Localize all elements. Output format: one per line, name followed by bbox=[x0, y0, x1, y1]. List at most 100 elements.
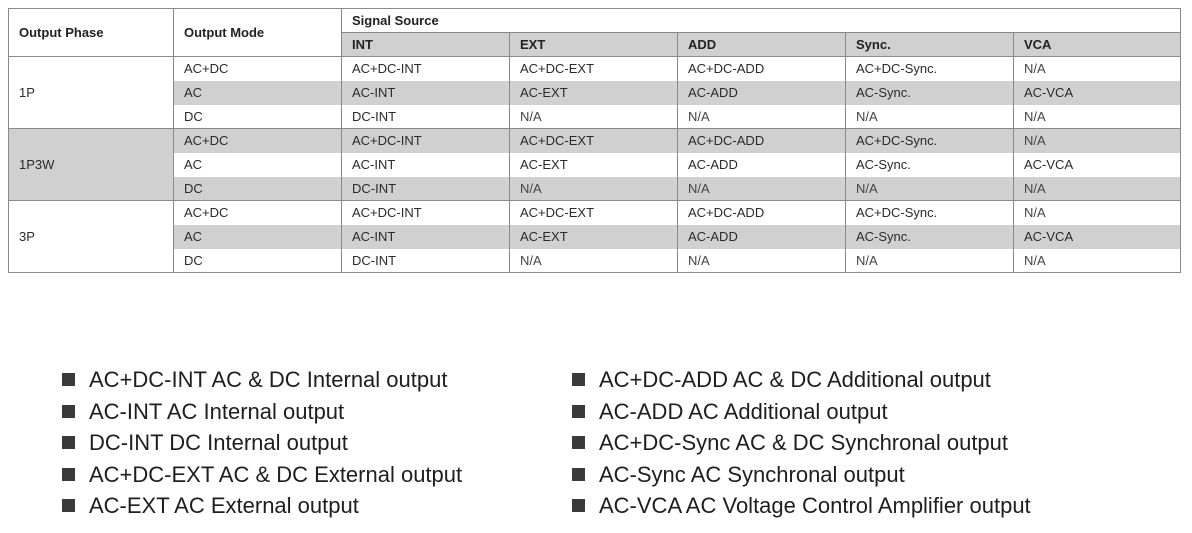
table-row: AC AC-INT AC-EXT AC-ADD AC-Sync. AC-VCA bbox=[9, 224, 1182, 249]
signal-cell: AC+DC-EXT bbox=[509, 200, 678, 225]
legend-text: AC-ADD AC Additional output bbox=[599, 398, 888, 424]
signal-cell: AC+DC-ADD bbox=[677, 56, 846, 81]
signal-cell: AC-EXT bbox=[509, 224, 678, 249]
signal-cell: N/A bbox=[1012, 248, 1182, 273]
header-source-ext: EXT bbox=[509, 32, 678, 57]
legend-item: AC-EXT AC External output bbox=[62, 490, 462, 522]
table-row: DC DC-INT N/A N/A N/A N/A bbox=[9, 248, 1182, 273]
legend-item: AC-Sync AC Synchronal output bbox=[572, 459, 1031, 491]
mode-cell: AC bbox=[173, 152, 342, 177]
square-bullet-icon bbox=[62, 436, 75, 450]
square-bullet-icon bbox=[62, 404, 75, 418]
signal-cell: AC+DC-INT bbox=[341, 56, 510, 81]
legend-item: AC-ADD AC Additional output bbox=[572, 396, 1031, 428]
phase-cell-1p: 1P bbox=[8, 56, 174, 129]
signal-cell: N/A bbox=[1012, 56, 1182, 81]
signal-cell: AC+DC-EXT bbox=[509, 128, 678, 153]
legend-item: AC+DC-EXT AC & DC External output bbox=[62, 459, 462, 491]
signal-cell: N/A bbox=[845, 104, 1014, 129]
mode-cell: AC+DC bbox=[173, 128, 342, 153]
signal-cell: AC-VCA bbox=[1012, 80, 1182, 105]
table-row: DC DC-INT N/A N/A N/A N/A bbox=[9, 176, 1182, 201]
signal-cell: N/A bbox=[677, 176, 846, 201]
legend-text: AC-INT AC Internal output bbox=[89, 398, 345, 424]
signal-cell: AC-VCA bbox=[1012, 152, 1182, 177]
signal-cell: AC+DC-INT bbox=[341, 200, 510, 225]
signal-cell: AC-Sync. bbox=[845, 80, 1014, 105]
header-output-mode: Output Mode bbox=[173, 8, 342, 57]
signal-cell: DC-INT bbox=[341, 248, 510, 273]
signal-cell: AC-INT bbox=[341, 80, 510, 105]
signal-cell: N/A bbox=[845, 248, 1014, 273]
square-bullet-icon bbox=[572, 404, 585, 418]
signal-cell: AC-VCA bbox=[1012, 224, 1182, 249]
legend-item: DC-INT DC Internal output bbox=[62, 427, 462, 459]
phase-cell-3p: 3P bbox=[8, 200, 174, 273]
header-source-sync: Sync. bbox=[845, 32, 1014, 57]
legend-text: AC-VCA AC Voltage Control Amplifier outp… bbox=[599, 493, 1031, 518]
legend-text: AC-Sync AC Synchronal output bbox=[599, 461, 905, 487]
legend-item: AC+DC-INT AC & DC Internal output bbox=[62, 364, 462, 396]
signal-cell: AC+DC-Sync. bbox=[845, 200, 1014, 225]
signal-cell: AC+DC-Sync. bbox=[845, 128, 1014, 153]
table-row: AC AC-INT AC-EXT AC-ADD AC-Sync. AC-VCA bbox=[9, 80, 1182, 105]
square-bullet-icon bbox=[572, 436, 585, 450]
signal-cell: AC-INT bbox=[341, 224, 510, 249]
signal-cell: N/A bbox=[1012, 176, 1182, 201]
mode-cell: DC bbox=[173, 176, 342, 201]
table-row: 1P3W AC+DC AC+DC-INT AC+DC-EXT AC+DC-ADD… bbox=[8, 128, 1182, 201]
square-bullet-icon bbox=[572, 499, 585, 513]
header-row-sources: INT EXT ADD Sync. VCA bbox=[9, 32, 1182, 57]
legend-text: AC+DC-EXT AC & DC External output bbox=[89, 461, 463, 487]
square-bullet-icon bbox=[572, 467, 585, 481]
table-row: AC AC-INT AC-EXT AC-ADD AC-Sync. AC-VCA bbox=[9, 152, 1182, 177]
signal-cell: AC-EXT bbox=[509, 152, 678, 177]
mode-cell: AC+DC bbox=[173, 200, 342, 225]
header-output-phase: Output Phase bbox=[8, 8, 174, 57]
legend-text: AC+DC-ADD AC & DC Additional output bbox=[599, 367, 991, 392]
mode-cell: AC bbox=[173, 224, 342, 249]
signal-cell: AC-Sync. bbox=[845, 152, 1014, 177]
signal-cell: AC+DC-ADD bbox=[677, 128, 846, 153]
legend-text: AC+DC-Sync AC & DC Synchronal output bbox=[599, 430, 1009, 455]
legend-right: AC+DC-ADD AC & DC Additional output AC-A… bbox=[572, 364, 1031, 522]
header-source-vca: VCA bbox=[1012, 32, 1182, 57]
signal-cell: AC+DC-INT bbox=[341, 128, 510, 153]
legend-text: DC-INT DC Internal output bbox=[89, 430, 348, 455]
header-signal-source: Signal Source bbox=[340, 8, 1182, 33]
signal-cell: AC-INT bbox=[341, 152, 510, 177]
square-bullet-icon bbox=[62, 373, 75, 387]
signal-cell: AC-Sync. bbox=[845, 224, 1014, 249]
mode-cell: DC bbox=[173, 248, 342, 273]
header-row-top: Output Phase Output Mode Signal Source bbox=[8, 8, 1182, 57]
legend-item: AC+DC-ADD AC & DC Additional output bbox=[572, 364, 1031, 396]
legend-text: AC-EXT AC External output bbox=[89, 493, 359, 518]
header-source-add: ADD bbox=[677, 32, 846, 57]
signal-cell: N/A bbox=[845, 176, 1014, 201]
signal-cell: N/A bbox=[677, 104, 846, 129]
signal-cell: AC+DC-Sync. bbox=[845, 56, 1014, 81]
mode-cell: AC bbox=[173, 80, 342, 105]
signal-cell: N/A bbox=[677, 248, 846, 273]
signal-cell: AC-ADD bbox=[677, 80, 846, 105]
signal-cell: DC-INT bbox=[341, 176, 510, 201]
mode-cell: DC bbox=[173, 104, 342, 129]
square-bullet-icon bbox=[62, 499, 75, 513]
signal-cell: N/A bbox=[1012, 104, 1182, 129]
legend-item: AC-VCA AC Voltage Control Amplifier outp… bbox=[572, 490, 1031, 522]
mode-cell: AC+DC bbox=[173, 56, 342, 81]
signal-cell: AC-ADD bbox=[677, 152, 846, 177]
table-row: 1P AC+DC AC+DC-INT AC+DC-EXT AC+DC-ADD A… bbox=[8, 56, 1182, 129]
signal-cell: N/A bbox=[509, 104, 678, 129]
legend-item: AC-INT AC Internal output bbox=[62, 396, 462, 428]
output-mode-table: Output Phase Output Mode Signal Source I… bbox=[8, 8, 1182, 273]
signal-cell: N/A bbox=[509, 248, 678, 273]
legend-item: AC+DC-Sync AC & DC Synchronal output bbox=[572, 427, 1031, 459]
legend-left: AC+DC-INT AC & DC Internal output AC-INT… bbox=[62, 364, 462, 522]
table-row: 3P AC+DC AC+DC-INT AC+DC-EXT AC+DC-ADD A… bbox=[8, 200, 1182, 273]
header-source-int: INT bbox=[341, 32, 510, 57]
signal-cell: AC-ADD bbox=[677, 224, 846, 249]
signal-cell: DC-INT bbox=[341, 104, 510, 129]
square-bullet-icon bbox=[572, 373, 585, 387]
signal-cell: AC+DC-ADD bbox=[677, 200, 846, 225]
